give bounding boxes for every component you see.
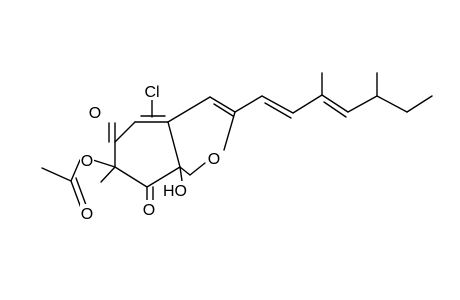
bond-o2-c1 <box>189 162 206 176</box>
ring-b-bonds <box>167 96 236 176</box>
bond-carbonyl-c-methyl <box>41 167 72 182</box>
bond-c7-oester <box>92 159 116 168</box>
bond-c1p-c2p <box>261 95 294 114</box>
bond-c4-c3-inner <box>213 103 234 117</box>
bond-carbonyl-c-o-double <box>75 177 87 206</box>
bond-c1p-c2p-inner <box>264 102 292 119</box>
ester-oxygen-label: O <box>81 153 93 170</box>
bond-c4-c3 <box>209 96 236 113</box>
bond-c3p-c4p <box>321 94 349 113</box>
bond-carbonyl-c-o <box>70 180 82 209</box>
ketone-oxygen-top-label: O <box>89 105 101 122</box>
bond-c8-c7 <box>114 166 148 188</box>
bond-c7-methyl <box>100 166 116 183</box>
ketone-oxygen-bottom-label: O <box>143 202 155 219</box>
bond-c1-c8a <box>179 166 191 176</box>
hydroxyl-label: HO <box>163 183 187 200</box>
acetate-bonds <box>41 159 87 209</box>
atom-labels: Cl O O O HO O O <box>80 82 221 223</box>
bond-c5p-c6p <box>376 95 408 113</box>
chlorine-label: Cl <box>144 84 159 101</box>
bond-c3p-c4p-inner <box>323 101 347 118</box>
bond-c3-c1p <box>234 95 263 113</box>
bond-c8a-c8 <box>146 166 181 188</box>
bond-c3-o2 <box>223 111 236 151</box>
acetyl-oxygen-label: O <box>81 206 93 223</box>
bond-c8a-oh <box>179 166 183 182</box>
bond-c4a-c8a <box>167 121 181 168</box>
ring-oxygen-label: O <box>208 151 220 168</box>
side-chain-bonds <box>234 72 433 119</box>
ring-a-bonds <box>114 115 181 188</box>
bond-c4a-c4 <box>167 96 211 123</box>
bond-c5-c6 <box>114 121 136 143</box>
bond-oester-carbonyl-c <box>70 159 81 182</box>
bond-c6p-c7p <box>406 95 433 113</box>
bond-c4p-c5p <box>347 95 378 113</box>
bond-c2p-c3p <box>292 94 323 114</box>
substituent-bonds <box>92 98 183 201</box>
